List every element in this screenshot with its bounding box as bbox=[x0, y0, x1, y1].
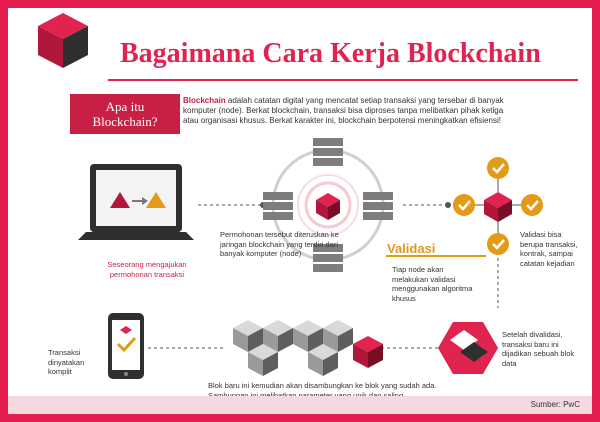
validasi-underline bbox=[386, 255, 486, 257]
diagram-artwork bbox=[38, 13, 543, 379]
page-title: Bagaimana Cara Kerja Blockchain bbox=[120, 38, 541, 69]
question-line-2: Blockchain? bbox=[92, 114, 158, 129]
intro-body: adalah catatan digital yang mencatat set… bbox=[183, 96, 504, 125]
step-complete: Transaksi dinyatakan komplit bbox=[48, 348, 85, 376]
server-icon bbox=[263, 138, 393, 272]
new-block-icon bbox=[438, 322, 498, 374]
step-broadcast: Permohonan tersebut diteruskan ke jaring… bbox=[220, 230, 339, 258]
block-chain-icon bbox=[233, 320, 383, 376]
step-validate: Tiap node akan melakukan validasi menggu… bbox=[392, 265, 473, 303]
source-credit: Sumber: PwC bbox=[530, 400, 580, 409]
step-request: Seseorang mengajukan permohonan transaks… bbox=[107, 260, 187, 279]
infographic: Bagaimana Cara Kerja Blockchain Apa itu … bbox=[8, 8, 592, 414]
intro-term: Blockchain bbox=[183, 96, 226, 105]
question-line-1: Apa itu bbox=[105, 99, 145, 114]
intro-text: Blockchain adalah catatan digital yang m… bbox=[183, 96, 513, 126]
source-bar: Sumber: PwC bbox=[8, 396, 592, 414]
step-block: Setelah divalidasi, transaksi baru ini d… bbox=[502, 330, 575, 368]
check-icon bbox=[453, 157, 543, 255]
flow-lines bbox=[148, 204, 499, 349]
question-box: Apa itu Blockchain? bbox=[70, 94, 180, 134]
validation-cluster bbox=[468, 170, 528, 240]
cube-logo-icon bbox=[38, 13, 88, 68]
phone-icon bbox=[108, 313, 144, 379]
laptop-icon bbox=[78, 164, 194, 240]
validasi-heading: Validasi bbox=[387, 241, 436, 256]
title-underline bbox=[108, 79, 578, 81]
step-validated: Validasi bisa berupa transaksi, kontrak,… bbox=[520, 230, 578, 268]
